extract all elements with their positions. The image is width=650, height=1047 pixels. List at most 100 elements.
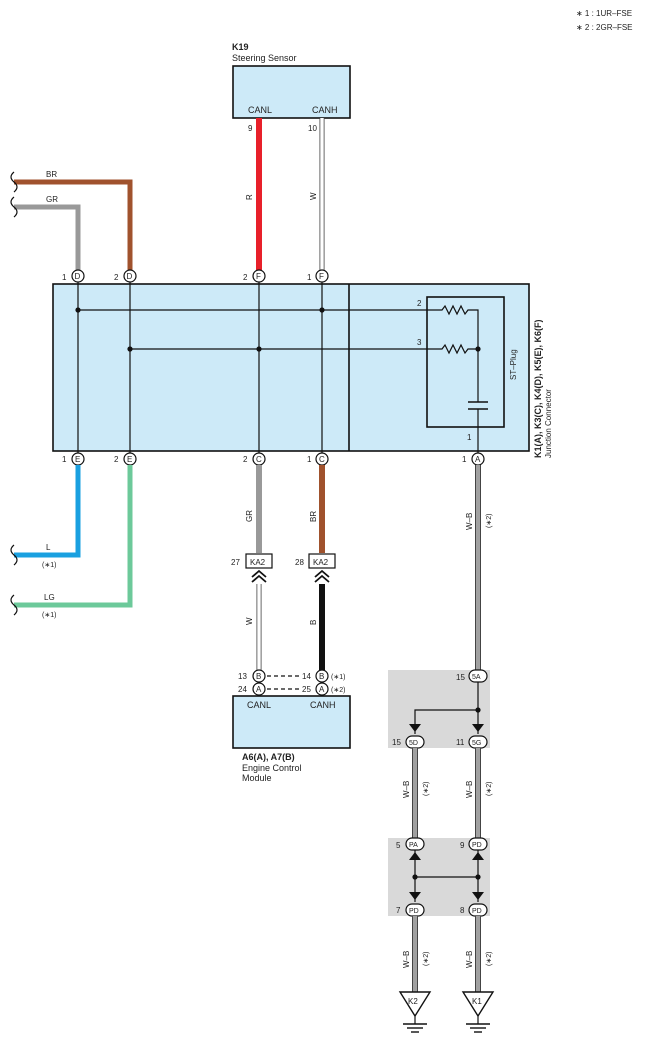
splice1-arrow-right: [472, 724, 484, 732]
pin-num: 2: [243, 455, 248, 464]
splice1-arrow-left: [409, 724, 421, 732]
break-mark-gr: [10, 196, 18, 218]
ka2-connector-right: 28 KA2: [295, 553, 336, 583]
break-mark-l: [10, 544, 18, 566]
splice-pd-br-label: PD: [472, 908, 482, 915]
steering-pin-10: 10: [308, 124, 317, 133]
junction-dot: [256, 346, 262, 352]
steering-pin-9: 9: [248, 124, 253, 133]
ka2-chevron: [314, 569, 330, 583]
wire-l: [14, 465, 81, 558]
note-2: ∗ 2 : 2GR–FSE: [576, 23, 633, 32]
wire-br-top: [14, 179, 133, 270]
splice-pd-bl-label: PD: [409, 908, 419, 915]
pin-num: 2: [114, 273, 119, 282]
wire-label-wb-2: W–B: [402, 781, 411, 798]
junction-dot: [75, 307, 81, 313]
splice2-arrow-down-left: [409, 892, 421, 900]
st-resistor-2: [436, 343, 478, 355]
junction-bottom-pins: 1 E 2 E 2 C 1 C 1 A: [62, 452, 485, 466]
ecm-name-2: Module: [242, 773, 272, 783]
wire-label-br-top: BR: [46, 170, 57, 179]
wire-label-r: R: [245, 194, 254, 200]
pin-letter: C: [256, 455, 262, 464]
wire-label-wb-3: W–B: [465, 781, 474, 798]
ground-k2: K2: [398, 991, 432, 1033]
splice-5a-num: 15: [456, 673, 465, 682]
pin-num: 1: [62, 455, 67, 464]
ka2-connector-left: 27 KA2: [231, 553, 273, 583]
splice-pd-br-num: 8: [460, 906, 465, 915]
steering-sensor-box: [232, 65, 351, 119]
ecm-box: [232, 695, 351, 749]
wire-note-l: (∗1): [42, 562, 56, 569]
pin-num: 2: [243, 273, 248, 282]
pin-letter: A: [475, 455, 481, 464]
st-pin-1: 1: [467, 433, 472, 442]
st-pin-2: 2: [417, 299, 422, 308]
splice-block-1: [388, 670, 490, 748]
splice-5d-label: 5D: [409, 740, 418, 747]
ecm-note-1: (∗1): [331, 674, 345, 681]
st-dot: [475, 346, 481, 352]
wire-label-wb-5: W–B: [465, 951, 474, 968]
wire-note-wb-2: (∗2): [423, 782, 430, 796]
splice-pd-top-label: PD: [472, 842, 482, 849]
splice1-dot: [475, 707, 481, 713]
splice-pd-bl-num: 7: [396, 906, 401, 915]
splice-pd-top-num: 9: [460, 841, 465, 850]
ka2-pin-27: 27: [231, 558, 240, 567]
pin-letter: C: [319, 455, 325, 464]
pin-num: 2: [114, 455, 119, 464]
wire-gr-top: [14, 204, 81, 270]
ecm-pin-14: 14: [302, 672, 311, 681]
pin-letter: F: [319, 272, 324, 281]
ka2-chevron: [251, 569, 267, 583]
wire-note-wb-5: (∗2): [486, 952, 493, 966]
pin-letter: D: [75, 272, 81, 281]
splice-5g-label: 5G: [472, 740, 481, 747]
pin-circle: [315, 669, 329, 683]
ecm-pin-letter: B: [319, 672, 324, 681]
wire-note-wb-1: (∗2): [486, 514, 493, 528]
pin-num: 1: [62, 273, 67, 282]
ecm-canh: CANH: [310, 700, 336, 710]
ka2-pin-28: 28: [295, 558, 304, 567]
pin-num: 1: [462, 455, 467, 464]
pin-num: 1: [307, 273, 312, 282]
steering-sensor-code: K19: [232, 42, 249, 52]
ecm-name-1: Engine Control: [242, 763, 302, 773]
ground-k1-label: K1: [472, 997, 482, 1006]
st-resistor-1: [436, 304, 479, 398]
steering-sensor-name: Steering Sensor: [232, 53, 297, 63]
pin-letter: F: [256, 272, 261, 281]
ecm-pin-letter: B: [256, 672, 261, 681]
ecm-pin-13: 13: [238, 672, 247, 681]
pin-letter: E: [75, 455, 80, 464]
splice-pa-label: PA: [409, 842, 418, 849]
pin-circle: [315, 682, 329, 696]
splice-5g-num: 11: [456, 738, 465, 747]
splice2-arrow-up-left: [409, 852, 421, 860]
splice-5a-label: 5A: [472, 674, 481, 681]
ecm-pin-24: 24: [238, 685, 247, 694]
wire-label-w: W: [309, 192, 318, 200]
ecm-pin-letter: A: [256, 685, 262, 694]
pin-letter: E: [127, 455, 132, 464]
wire-note-wb-4: (∗2): [423, 952, 430, 966]
ka2-box: [308, 553, 336, 569]
wire-label-br-bottom: BR: [309, 511, 318, 522]
break-mark-lg: [10, 594, 18, 616]
steering-sensor-canh: CANH: [312, 105, 338, 115]
pin-circle: [252, 669, 266, 683]
ecm-pin-25: 25: [302, 685, 311, 694]
wire-label-gr-top: GR: [46, 195, 58, 204]
wire-label-b-ecm: B: [309, 620, 318, 625]
wire-label-w-ecm: W: [245, 617, 254, 625]
ka2-box: [245, 553, 273, 569]
pin-circle: [252, 682, 266, 696]
junction-codes: K1(A), K3(C), K4(D), K5(E), K6(F): [533, 319, 543, 458]
splice2-dot: [412, 874, 418, 880]
wire-label-lg: LG: [44, 593, 55, 602]
